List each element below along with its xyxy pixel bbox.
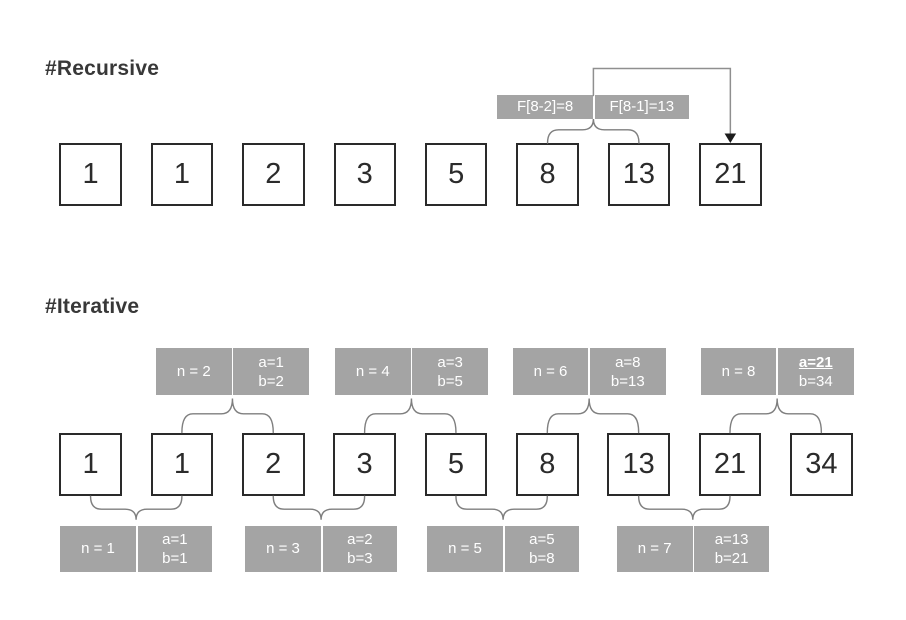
- iterative-top-brace-2: [546, 398, 640, 434]
- iter-top-a-value-3: a=21: [798, 353, 833, 371]
- iterative-box-0: 1: [59, 433, 122, 496]
- iterative-box-1: 1: [150, 433, 214, 496]
- iter-bottom-a-value-2: a=5: [529, 530, 555, 548]
- recursive-brace: [546, 118, 640, 144]
- recursive-box-0: 1: [59, 143, 122, 206]
- iter-top-a-value-2: a=8: [615, 353, 641, 371]
- iter-bottom-n-label-2: n = 5: [427, 526, 503, 572]
- recursive-box-5: 8: [516, 143, 579, 206]
- iter-bottom-b-value-2: b=8: [529, 549, 555, 567]
- iterative-bottom-brace-0: [89, 495, 183, 520]
- recursive-box-3: 3: [333, 143, 396, 206]
- iterative-top-brace-1: [363, 398, 457, 434]
- iterative-top-brace-3: [729, 398, 823, 434]
- iterative-box-8: 34: [790, 433, 853, 496]
- recursive-callout-f8-1: F[8-1]=13: [594, 95, 689, 119]
- iter-top-b-value-2: b=13: [610, 372, 645, 390]
- iter-bottom-n-label-0: n = 1: [60, 526, 136, 572]
- recursive-box-1: 1: [150, 143, 214, 206]
- iter-top-b-value-1: b=5: [437, 372, 463, 390]
- iterative-bottom-brace-2: [455, 495, 548, 520]
- iter-top-n-label-1: n = 4: [335, 348, 411, 396]
- iter-bottom-a-value-3: a=13: [714, 530, 749, 548]
- iter-top-n-label-0: n = 2: [156, 348, 232, 396]
- iterative-box-2: 2: [242, 433, 305, 496]
- iter-bottom-a-value-1: a=2: [347, 530, 373, 548]
- iterative-box-7: 21: [698, 433, 762, 496]
- iter-bottom-n-label-1: n = 3: [245, 526, 321, 572]
- iterative-box-4: 5: [424, 433, 488, 496]
- iterative-bottom-brace-3: [637, 495, 731, 520]
- iterative-section-title: #Iterative: [45, 295, 140, 318]
- iterative-bottom-brace-1: [272, 495, 366, 520]
- iter-bottom-a-value-0: a=1: [162, 530, 188, 548]
- recursive-box-7: 21: [699, 143, 762, 206]
- iter-top-a-value-0: a=1: [258, 353, 284, 371]
- iter-top-n-label-3: n = 8: [700, 348, 777, 396]
- recursive-arrow-head: [724, 133, 737, 143]
- iter-top-a-value-1: a=3: [437, 353, 463, 371]
- recursive-callout-f8-2: F[8-2]=8: [497, 95, 594, 119]
- iter-top-n-label-2: n = 6: [512, 348, 589, 396]
- iter-top-b-value-3: b=34: [798, 372, 833, 390]
- iterative-box-6: 13: [607, 433, 670, 496]
- recursive-section-title: #Recursive: [45, 57, 160, 80]
- recursive-box-6: 13: [607, 143, 671, 206]
- iter-bottom-b-value-0: b=1: [162, 549, 188, 567]
- iter-bottom-b-value-1: b=3: [347, 549, 373, 567]
- recursive-box-2: 2: [242, 143, 305, 206]
- iter-bottom-n-label-3: n = 7: [616, 526, 693, 572]
- iterative-top-brace-0: [181, 398, 274, 434]
- recursive-box-4: 5: [424, 143, 488, 206]
- iter-bottom-b-value-3: b=21: [714, 549, 749, 567]
- iterative-box-3: 3: [333, 433, 396, 496]
- iterative-box-5: 8: [516, 433, 579, 496]
- iter-top-b-value-0: b=2: [258, 372, 284, 390]
